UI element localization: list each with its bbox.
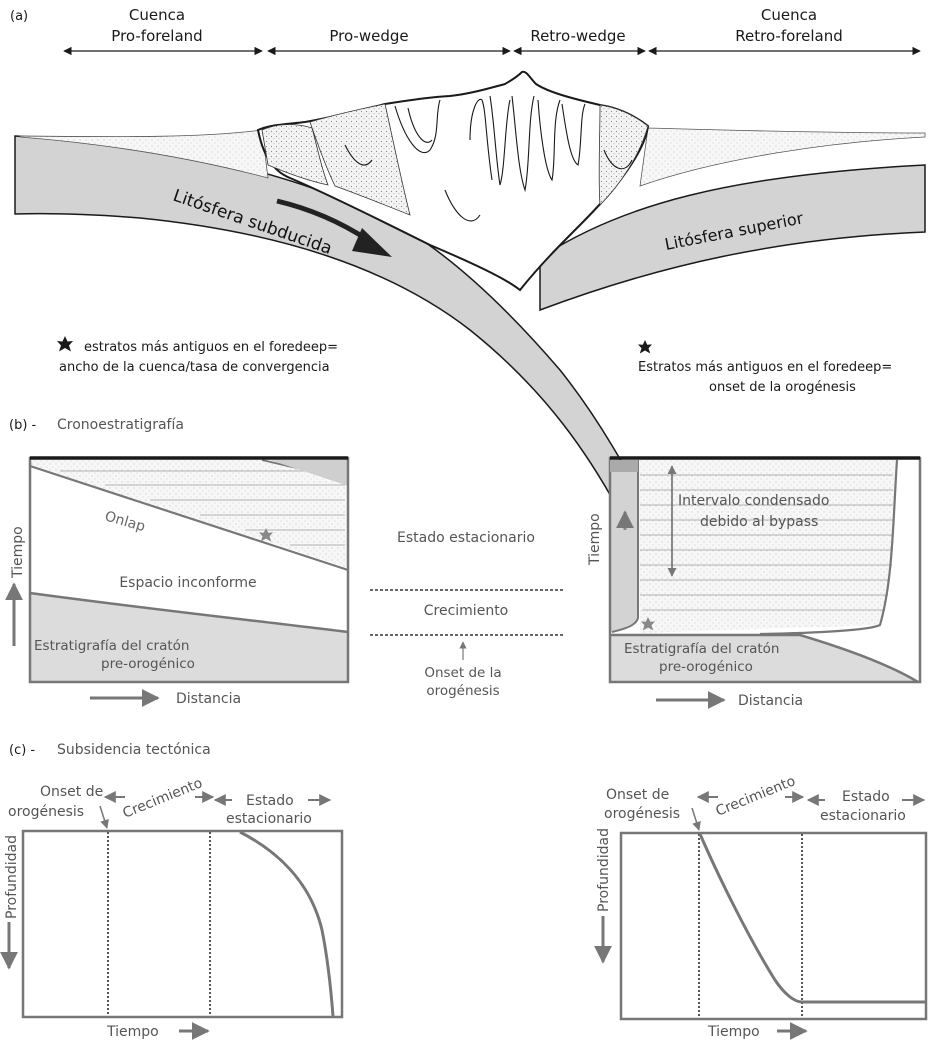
upper-lithosphere xyxy=(539,164,926,312)
panel-a-tag: (a) xyxy=(10,9,28,24)
right-c-steady-2: estacionario xyxy=(820,808,906,824)
left-stippled-fill xyxy=(30,460,348,568)
right-onlap-boundary xyxy=(611,460,639,633)
right-craton-label-1: Estratigrafía del cratón xyxy=(624,641,779,657)
left-onlap-line xyxy=(29,464,349,572)
right-c-onset-2: orogénesis xyxy=(604,806,680,822)
retro-foreland-label-1: Cuenca xyxy=(761,6,817,24)
left-craton-label-1: Estratigrafía del cratón xyxy=(34,638,189,654)
left-c-steady-1: Estado xyxy=(246,793,294,809)
right-c-depth-axis-label: Profundidad xyxy=(596,828,612,912)
retro-wedge-label: Retro-wedge xyxy=(530,27,625,45)
right-craton-label-2: pre-orogénico xyxy=(659,659,753,675)
right-c-steady-1: Estado xyxy=(842,789,890,805)
left-c-onset-pointer xyxy=(99,805,109,829)
right-basin-right-margin xyxy=(759,459,899,636)
panel-a: (a) Cuenca Pro-foreland Pro-wedge Retro-… xyxy=(10,6,926,523)
panel-c-title: Subsidencia tectónica xyxy=(57,742,211,758)
left-time-axis-label: Tiempo xyxy=(10,526,26,579)
left-c-steady-2: estacionario xyxy=(226,811,312,827)
left-note-line-1: estratos más antiguos en el foredeep= xyxy=(84,340,338,355)
pro-wedge-stippled-sheet-2 xyxy=(309,103,411,216)
left-wedge-fill xyxy=(270,460,348,486)
right-distance-axis-label: Distancia xyxy=(738,693,803,709)
right-left-wedge xyxy=(610,460,638,632)
left-craton-top-line xyxy=(29,591,349,634)
left-c-onset-1: Onset de xyxy=(40,784,103,800)
star-icon-left-b xyxy=(259,528,273,542)
condensed-label-2: debido al bypass xyxy=(700,514,818,530)
right-c-time-axis-label: Tiempo xyxy=(707,1024,760,1040)
panel-b-tag: (b) - xyxy=(9,418,37,433)
left-c-onset-2: orogénesis xyxy=(8,804,84,820)
star-icon-right-b xyxy=(641,617,655,631)
left-c-time-axis-label: Tiempo xyxy=(106,1024,159,1040)
pro-wedge-label: Pro-wedge xyxy=(329,27,408,45)
right-note-line-2: onset de la orogénesis xyxy=(709,380,856,395)
left-craton-label-2: pre-orogénico xyxy=(101,656,195,672)
pro-foreland-label-1: Cuenca xyxy=(129,6,185,24)
steady-state-label: Estado estacionario xyxy=(397,530,535,546)
right-craton-top-line xyxy=(610,633,919,684)
panel-b-title: Cronoestratigrafía xyxy=(57,417,184,433)
pro-wedge-stippled-sheet xyxy=(261,124,329,186)
internal-fold-lines xyxy=(344,95,633,222)
panel-c-tag: (c) - xyxy=(9,743,35,758)
right-inner-top-dark xyxy=(610,460,638,472)
right-time-lines xyxy=(640,474,893,611)
right-chronostrat-box xyxy=(608,456,922,684)
right-c-onset-pointer xyxy=(691,807,701,831)
left-c-depth-axis-label: Profundidad xyxy=(4,835,20,919)
star-icon-right xyxy=(638,340,652,354)
panel-b: (b) - Cronoestratigrafía Onlap Esp xyxy=(4,417,922,709)
pro-foreland-label-2: Pro-foreland xyxy=(111,27,202,45)
left-craton-fill xyxy=(30,593,348,682)
right-craton-fill xyxy=(610,635,918,682)
growth-label: Crecimiento xyxy=(424,603,509,619)
condensed-label-1: Intervalo condensado xyxy=(678,493,829,509)
retro-foreland-label-2: Retro-foreland xyxy=(735,27,842,45)
onset-label-1: Onset de la xyxy=(424,665,501,681)
right-c-onset-1: Onset de xyxy=(606,787,669,803)
left-subsidence-curve xyxy=(239,830,335,1017)
pro-foreland-sediment-wedge xyxy=(19,129,269,179)
left-distance-axis-label: Distancia xyxy=(176,691,241,707)
left-c-growth-label: Crecimiento xyxy=(121,775,205,821)
onset-label-2: orogénesis xyxy=(426,683,499,699)
retro-foreland-sediment-wedge xyxy=(639,127,926,187)
subduction-arrow-head xyxy=(352,228,392,257)
right-time-axis-label: Tiempo xyxy=(587,513,603,566)
unconformity-label: Espacio inconforme xyxy=(119,575,256,591)
right-note-line-1: Estratos más antiguos en el foredeep= xyxy=(638,360,892,375)
panel-c: (c) - Subsidencia tectónica Onset de oro… xyxy=(0,742,928,1040)
left-time-lines xyxy=(60,470,345,546)
right-subsidence-plot xyxy=(619,831,928,1021)
left-note-line-2: ancho de la cuenca/tasa de convergencia xyxy=(59,360,330,375)
left-chronostrat-box xyxy=(28,456,350,684)
left-subsidence-plot xyxy=(21,829,344,1019)
star-icon-left xyxy=(57,336,73,352)
right-stippled-fill xyxy=(638,460,897,633)
retro-wedge-stippled-sheet xyxy=(598,104,649,206)
right-subsidence-curve xyxy=(698,833,926,1004)
